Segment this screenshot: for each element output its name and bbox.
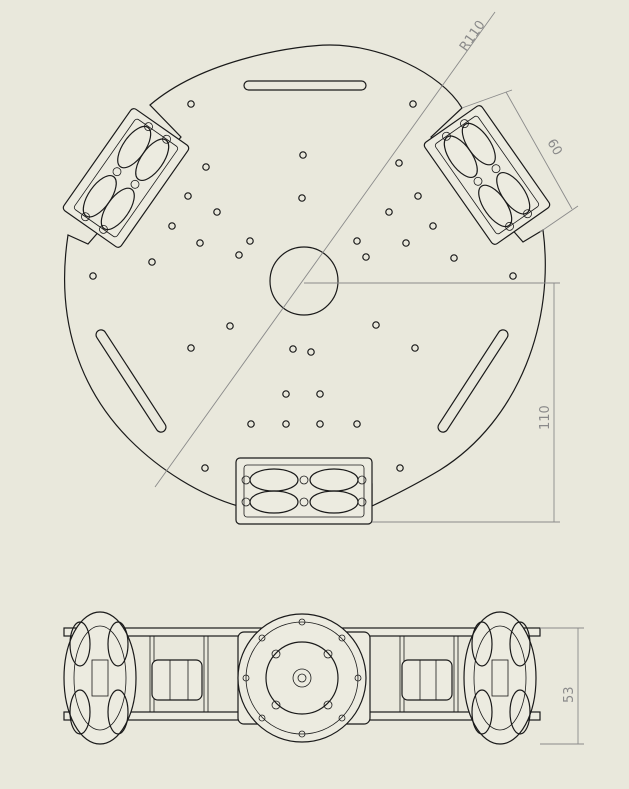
center-hole (269, 246, 339, 316)
side-omni-wheel-right (463, 611, 537, 745)
chassis-plate-outline (64, 44, 546, 507)
right-motor (401, 659, 453, 701)
wheel-width-dimension (461, 89, 579, 233)
radius-leader-line (154, 11, 496, 488)
side-omni-wheel-center (237, 613, 371, 743)
side-omni-wheel-left (63, 611, 137, 745)
left-motor (151, 659, 203, 701)
height-dimension-label: 53 (562, 686, 577, 703)
depth-dimension-label: 110 (538, 405, 553, 430)
omni-wheel-bottom (235, 457, 373, 525)
top-slot (243, 80, 367, 91)
left-slot (95, 329, 167, 433)
depth-dimension (304, 282, 560, 523)
height-dimension (540, 627, 584, 745)
wheel-width-dimension-label: 60 (544, 137, 565, 159)
right-slot (437, 329, 509, 433)
mounting-holes (89, 100, 517, 472)
radius-dimension-label: R110 (457, 18, 489, 54)
top-view: R110 60 110 (62, 11, 579, 525)
omni-wheel-upper-left (62, 108, 190, 248)
side-view: 53 (63, 611, 584, 745)
omni-wheel-upper-right (423, 105, 551, 245)
